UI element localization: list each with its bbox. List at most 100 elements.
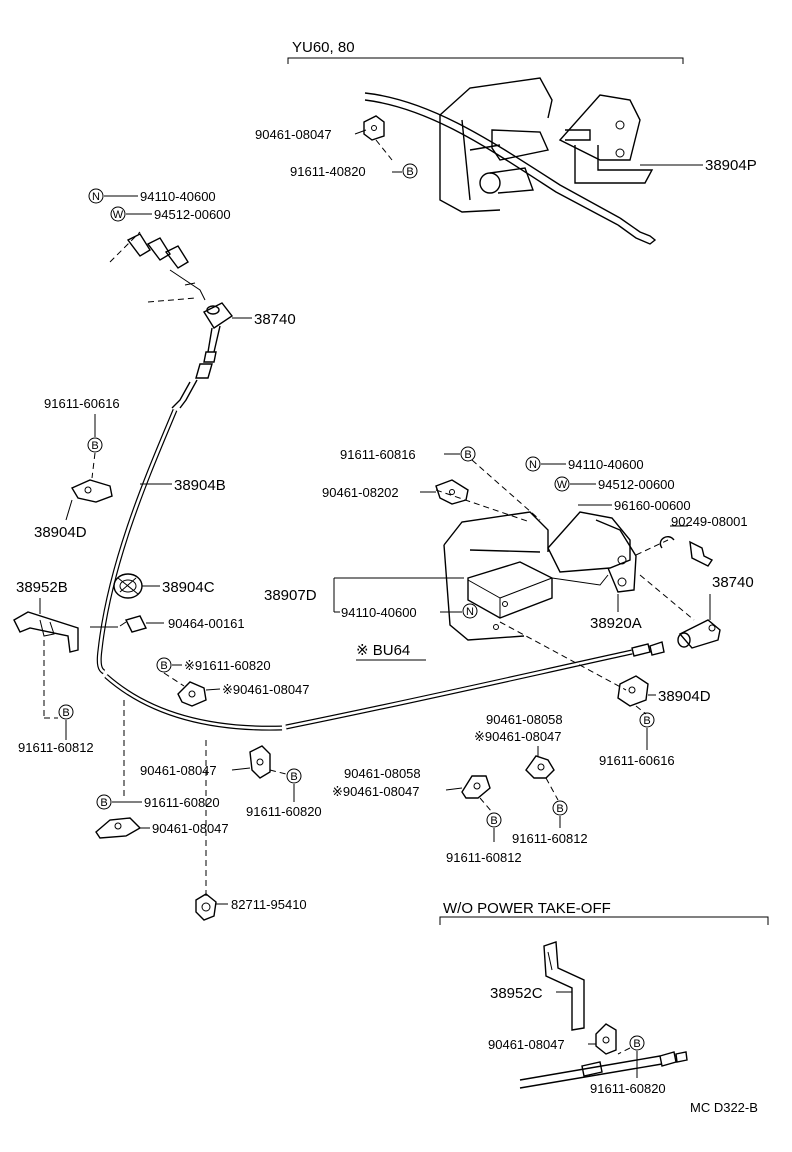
leader-dashed xyxy=(375,139,393,161)
bu-transmission-housing xyxy=(443,511,637,641)
part-label-91611-60616-right: 91611-60616 xyxy=(599,753,675,768)
part-label-90464-00161: 90464-00161 xyxy=(168,616,245,631)
yu-transmission-housing xyxy=(439,77,654,213)
svg-text:B: B xyxy=(633,1038,640,1050)
leader-dashed xyxy=(471,459,541,521)
n-symbol-icon: N xyxy=(525,456,541,472)
grommet-icon-38904C xyxy=(113,573,143,599)
svg-text:B: B xyxy=(556,803,563,815)
svg-text:B: B xyxy=(62,707,69,719)
leader-line xyxy=(354,129,367,135)
part-label-90461-08202: 90461-08202 xyxy=(322,485,399,500)
part-label-91611-60812-left: 91611-60812 xyxy=(18,740,94,755)
part-label-38904D-left: 38904D xyxy=(34,524,87,541)
b-symbol-icon: B xyxy=(552,800,568,816)
part-label-90461-08047-mid: 90461-08047 xyxy=(140,763,217,778)
wo-cable xyxy=(519,1051,688,1089)
clamp-icon-38904D-right xyxy=(617,675,649,707)
part-label-38740-right: 38740 xyxy=(712,574,754,591)
part-label-38904P: 38904P xyxy=(705,157,757,174)
clip-icon-low xyxy=(95,817,142,839)
leader-dashed xyxy=(545,777,559,801)
svg-text:B: B xyxy=(290,771,297,783)
leader-dashed xyxy=(617,1047,631,1055)
b-symbol-icon: B xyxy=(402,163,418,179)
clip-icon-90461-08202 xyxy=(435,479,469,505)
b-symbol-icon: B xyxy=(460,446,476,462)
section-title-yu: YU60, 80 xyxy=(292,39,355,56)
part-label-91611-60816: 91611-60816 xyxy=(340,447,416,462)
leader-dashed xyxy=(635,705,647,715)
clip-icon-center-right xyxy=(461,775,491,799)
leader-dashed xyxy=(435,489,531,523)
clip-icon-wo xyxy=(595,1023,617,1055)
part-label-90461-08058-center: 90461-08058 xyxy=(344,766,421,781)
part-label-91611-60820-mid: 91611-60820 xyxy=(246,804,322,819)
part-label-94110-40600: 94110-40600 xyxy=(140,189,216,204)
section-title-bu: ※ BU64 xyxy=(356,642,410,659)
part-label-90249-08001: 90249-08001 xyxy=(671,514,748,529)
part-label-96160-00600: 96160-00600 xyxy=(614,498,691,513)
leader-dashed xyxy=(91,452,96,479)
w-symbol-icon: W xyxy=(110,206,126,222)
svg-text:N: N xyxy=(92,191,100,203)
b-symbol-icon: B xyxy=(486,812,502,828)
leader-line xyxy=(205,688,221,691)
clip-icon-mid xyxy=(249,745,271,779)
svg-text:B: B xyxy=(160,660,167,672)
bracket-icon-38952B xyxy=(13,611,79,653)
part-label-38952C: 38952C xyxy=(490,985,543,1002)
part-label-90461-08047: 90461-08047 xyxy=(255,127,332,142)
svg-text:B: B xyxy=(91,440,98,452)
part-label-x90461-08047: ※90461-08047 xyxy=(222,682,310,697)
part-label-38904B: 38904B xyxy=(174,477,226,494)
pin-icon xyxy=(659,536,714,567)
bracket-icon-38952C xyxy=(543,941,585,1031)
svg-text:B: B xyxy=(406,166,413,178)
svg-text:N: N xyxy=(529,459,537,471)
leader-dashed xyxy=(499,621,627,691)
plug-icon-90464 xyxy=(119,615,148,633)
svg-text:W: W xyxy=(557,479,568,491)
w-symbol-icon: W xyxy=(554,476,570,492)
part-label-x90461-08047-right: ※90461-08047 xyxy=(474,729,562,744)
svg-text:W: W xyxy=(113,209,124,221)
part-label-38740-top: 38740 xyxy=(254,311,296,328)
shift-lever-linkage xyxy=(109,231,206,303)
svg-text:B: B xyxy=(100,797,107,809)
svg-text:B: B xyxy=(464,449,471,461)
b-symbol-icon: B xyxy=(286,768,302,784)
part-label-38904D-right: 38904D xyxy=(658,688,711,705)
part-label-91611-60820-low: 91611-60820 xyxy=(144,795,220,810)
leader-line xyxy=(445,787,463,791)
clip-icon-center xyxy=(177,681,207,707)
part-label-90461-08047-low: 90461-08047 xyxy=(152,821,229,836)
part-label-x90461-08047-center: ※90461-08047 xyxy=(332,784,420,799)
part-label-38920A: 38920A xyxy=(590,615,642,632)
section-wo-bracket xyxy=(439,916,769,925)
leader-dashed xyxy=(163,672,185,687)
svg-text:B: B xyxy=(643,715,650,727)
part-label-94110-40600-center: 94110-40600 xyxy=(341,605,417,620)
svg-text:B: B xyxy=(490,815,497,827)
leader-dashed xyxy=(479,797,493,813)
svg-text:N: N xyxy=(466,606,474,618)
leader-dashed xyxy=(635,539,669,556)
part-label-x91611-60820: ※91611-60820 xyxy=(184,658,271,673)
n-symbol-icon: N xyxy=(88,188,104,204)
diagram-code: MC D322-B xyxy=(690,1100,758,1115)
b-symbol-icon: B xyxy=(96,794,112,810)
part-label-94512-00600: 94512-00600 xyxy=(154,207,231,222)
cable-end-38740-right xyxy=(677,619,721,649)
b-symbol-icon: B xyxy=(639,712,655,728)
n-symbol-icon: N xyxy=(462,603,478,619)
clip-icon-yu xyxy=(363,115,385,141)
part-label-91611-60820-wo: 91611-60820 xyxy=(590,1081,666,1096)
section-yu-bracket xyxy=(287,57,684,64)
leader-line xyxy=(231,767,251,771)
part-label-91611-60812-right: 91611-60812 xyxy=(512,831,588,846)
part-label-91611-60812-center: 91611-60812 xyxy=(446,850,522,865)
part-label-38907D: 38907D xyxy=(264,587,317,604)
leader-dashed xyxy=(269,769,287,775)
